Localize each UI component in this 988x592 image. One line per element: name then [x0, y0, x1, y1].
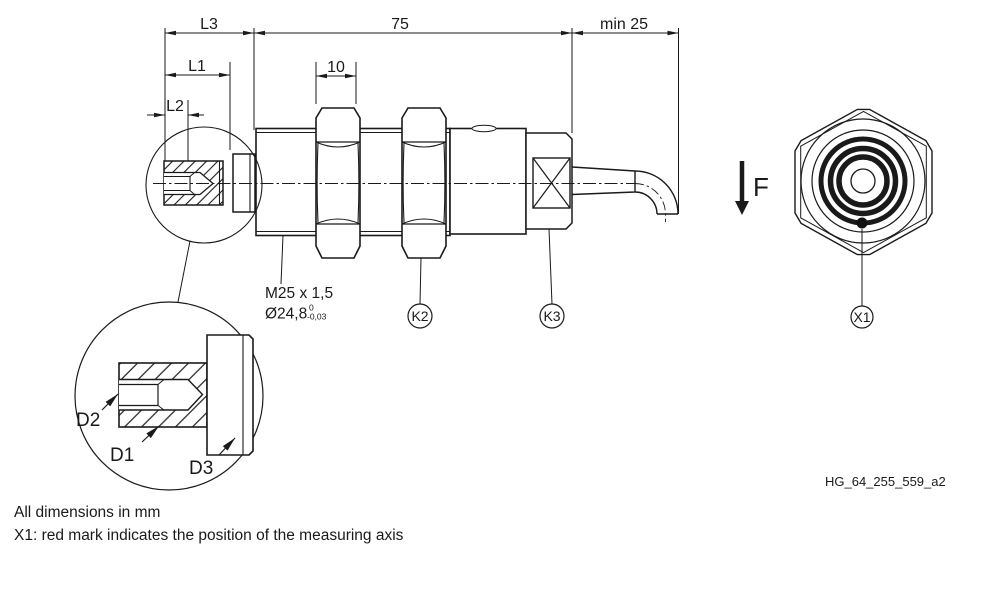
measuring-axis-mark-dot — [856, 217, 868, 229]
dim-label-min25: min 25 — [600, 16, 648, 33]
callout-d1-label: D1 — [110, 445, 134, 466]
dim-label-l2: L2 — [166, 98, 184, 115]
tolerance-lower: -0,03 — [307, 312, 327, 322]
force-arrowhead — [735, 201, 749, 215]
callout-d3-label: D3 — [189, 458, 213, 479]
front-view: F X1 — [735, 108, 933, 329]
thread-labels: M25 x 1,5 Ø24,8 0 -0,03 — [265, 235, 333, 323]
front-hexagon — [794, 108, 933, 256]
callout-k3-label: K3 — [543, 308, 560, 324]
force-label: F — [753, 172, 769, 202]
thread-designation: M25 x 1,5 — [265, 285, 333, 302]
extension-lines — [164, 28, 679, 214]
note-dimensions: All dimensions in mm — [14, 504, 160, 521]
callout-k2: K2 — [407, 257, 433, 329]
detail-flange — [206, 334, 254, 456]
detail-connector-line — [177, 240, 191, 303]
dim-label-75: 75 — [391, 16, 409, 33]
callout-d1: D1 — [110, 425, 160, 466]
front-concentric-rings — [800, 118, 926, 244]
footer: HG_64_255_559_a2 All dimensions in mm X1… — [14, 474, 946, 544]
centerline — [153, 183, 666, 222]
housing-section — [449, 124, 527, 235]
dim-label-l3: L3 — [200, 16, 218, 33]
callout-d2-label: D2 — [76, 410, 100, 431]
cable-gland — [525, 132, 573, 230]
thread-leader-line — [280, 235, 284, 285]
dim-label-10: 10 — [327, 59, 345, 76]
callout-d3: D3 — [189, 437, 236, 479]
hex-nut-2 — [401, 107, 447, 259]
tolerance-upper: 0 — [309, 303, 314, 313]
detail-view-circle — [74, 301, 264, 491]
detail-callout-circle — [145, 126, 263, 244]
sensor-tip-stub — [163, 160, 224, 206]
dimension-annotations: L3 75 min 25 L1 10 L2 — [147, 16, 679, 214]
note-x1-mark: X1: red mark indicates the position of t… — [14, 527, 404, 544]
thread-diameter: Ø24,8 — [265, 306, 307, 323]
dimension-lines — [147, 32, 679, 116]
callout-x1-label: X1 — [853, 309, 870, 325]
cable — [571, 166, 679, 215]
callout-k2-label: K2 — [411, 308, 428, 324]
detail-stub-section — [118, 362, 208, 428]
dimension-arrowheads — [154, 30, 679, 118]
callout-k3: K3 — [539, 228, 565, 329]
dim-label-l1: L1 — [188, 58, 206, 75]
callout-d2: D2 — [76, 393, 119, 431]
callout-x1: X1 — [850, 229, 874, 329]
drawing-id-label: HG_64_255_559_a2 — [825, 474, 946, 489]
mounting-flange — [232, 153, 256, 213]
force-arrow: F — [735, 161, 769, 215]
side-view: M25 x 1,5 Ø24,8 0 -0,03 K2 K3 — [145, 107, 679, 329]
hex-nut-1 — [315, 107, 361, 259]
detail-view: D2 D1 D3 — [74, 301, 264, 491]
